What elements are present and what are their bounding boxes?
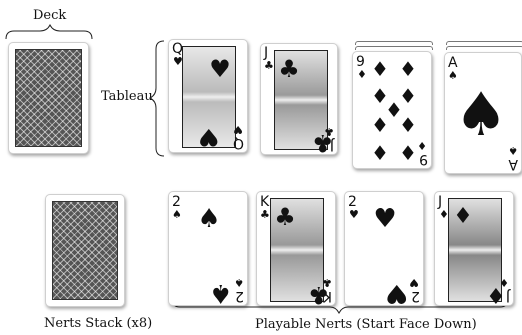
tableau-card-2[interactable]: J ♣ ♣ ♣ J ♣	[260, 43, 338, 155]
card-rank: J	[330, 138, 334, 152]
card-rank: A	[508, 157, 518, 171]
club-icon: ♣	[260, 209, 270, 220]
card-rank: 9	[419, 152, 428, 166]
card-rank: J	[438, 195, 442, 209]
heart-icon: ♥	[233, 124, 243, 135]
playable-nerts-card-3[interactable]: 2 ♥ ♥ ♥ 2 ♥	[344, 191, 424, 306]
heart-icon: ♥	[198, 125, 220, 149]
card-rank: 9	[356, 55, 365, 69]
card-rank: K	[323, 289, 332, 303]
spade-icon: ♠	[197, 206, 220, 232]
club-icon: ♣	[274, 205, 296, 229]
club-icon: ♣	[322, 277, 332, 288]
card-rank: 2	[172, 195, 181, 209]
diamond-icon: ♦	[399, 143, 417, 163]
card-rank: J	[506, 289, 510, 303]
jack-figure-art: ♦ ♦	[448, 198, 502, 302]
club-icon: ♣	[264, 60, 274, 71]
heart-icon: ♥	[349, 209, 359, 220]
card-rank: Q	[233, 136, 244, 150]
tableau-pile-edge	[355, 46, 433, 50]
card-back-pattern	[15, 49, 82, 147]
jack-figure-art: ♣ ♣	[274, 50, 328, 150]
heart-icon: ♥	[385, 280, 408, 306]
card-rank: K	[260, 195, 269, 209]
spade-icon: ♠	[209, 280, 232, 306]
diamond-icon: ♦	[357, 69, 367, 80]
diamond-icon: ♦	[399, 59, 417, 79]
spade-icon: ♠	[172, 209, 182, 220]
club-icon: ♣	[278, 57, 300, 81]
diamond-icon: ♦	[499, 277, 509, 288]
playable-nerts-card-2[interactable]: K ♣ ♣ ♣ K ♣	[256, 191, 336, 306]
heart-icon: ♥	[409, 277, 419, 288]
diamond-icon: ♦	[371, 115, 389, 135]
spade-icon: ♠	[508, 145, 518, 156]
diamond-icon: ♦	[399, 115, 417, 135]
card-rank: 2	[235, 289, 244, 303]
nerts-stack-card-back[interactable]	[45, 194, 125, 307]
heart-icon: ♥	[209, 57, 231, 81]
diamond-icon: ♦	[371, 143, 389, 163]
spade-icon: ♠	[454, 85, 508, 145]
diamond-icon: ♦	[453, 206, 473, 228]
tableau-card-4[interactable]: A ♠ ♠ A ♠	[444, 52, 522, 174]
card-rank: A	[448, 56, 458, 70]
card-rank: 2	[348, 195, 357, 209]
card-rank: J	[264, 46, 268, 60]
card-rank: 2	[411, 289, 420, 303]
club-icon: ♣	[324, 126, 334, 137]
tableau-card-3[interactable]: 9 ♦ ♦ ♦ ♦ ♦ ♦ ♦ ♦ ♦ ♦ 9 ♦	[352, 51, 432, 169]
playable-nerts-card-4[interactable]: J ♦ ♦ ♦ J ♦	[434, 191, 514, 306]
playable-nerts-card-1[interactable]: 2 ♠ ♠ ♠ 2 ♠	[168, 191, 248, 306]
diamond-icon: ♦	[371, 59, 389, 79]
diamond-icon: ♦	[417, 140, 427, 151]
spade-icon: ♠	[234, 277, 244, 288]
tableau-card-1[interactable]: Q ♥ ♥ ♥ Q ♥	[168, 39, 248, 153]
king-figure-art: ♣ ♣	[270, 198, 324, 302]
tableau-pile-edge	[355, 41, 433, 45]
heart-icon: ♥	[373, 206, 396, 232]
tableau-pile-edge	[446, 41, 522, 45]
card-back-pattern	[52, 201, 118, 300]
tableau-pile-edge	[446, 46, 522, 50]
queen-figure-art: ♥ ♥	[182, 46, 236, 148]
deck-card-back[interactable]	[8, 42, 89, 154]
